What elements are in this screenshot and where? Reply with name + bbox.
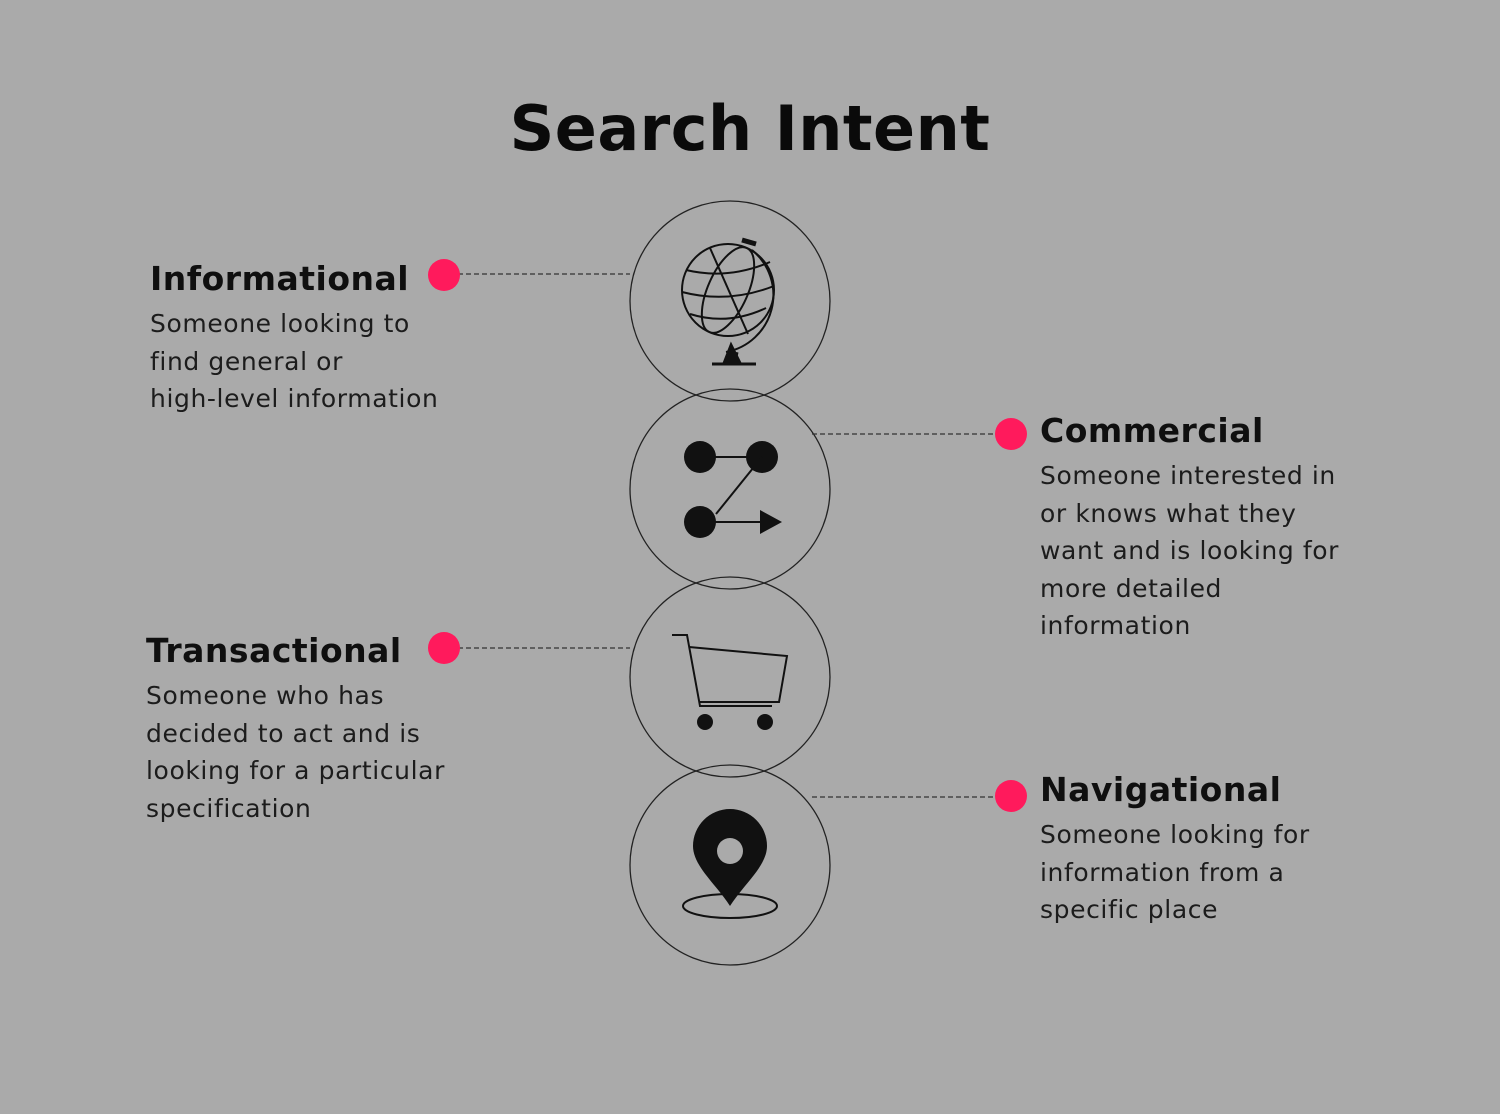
intent-heading: Navigational <box>1040 770 1282 809</box>
intent-navigational: Navigational Someone looking for informa… <box>1040 770 1310 929</box>
intent-description: Someone looking to find general or high-… <box>150 309 439 413</box>
circle-transactional <box>629 576 831 778</box>
intent-description: Someone interested in or knows what they… <box>1040 461 1340 640</box>
circle-navigational <box>629 764 831 966</box>
globe-icon <box>681 237 775 366</box>
intent-heading: Commercial <box>1040 411 1264 450</box>
intent-commercial: Commercial Someone interested in or know… <box>1040 411 1339 645</box>
dot-transactional <box>428 632 460 664</box>
intent-heading: Informational <box>150 259 410 298</box>
dot-informational <box>428 259 460 291</box>
circle-informational <box>629 200 831 402</box>
circle-commercial <box>629 388 831 590</box>
intent-transactional: Transactional Someone who has decided to… <box>146 631 445 827</box>
location-pin-icon <box>682 809 778 919</box>
dot-navigational <box>995 780 1027 812</box>
intent-description: Someone who has decided to act and is lo… <box>146 681 445 823</box>
intent-informational: Informational Someone looking to find ge… <box>150 259 438 418</box>
intent-heading: Transactional <box>146 631 402 670</box>
path-arrow-icon <box>684 441 782 538</box>
intent-description: Someone looking for information from a s… <box>1040 820 1310 924</box>
dot-commercial <box>995 418 1027 450</box>
diagram-title: Search Intent <box>509 92 991 165</box>
shopping-cart-icon <box>672 634 789 730</box>
